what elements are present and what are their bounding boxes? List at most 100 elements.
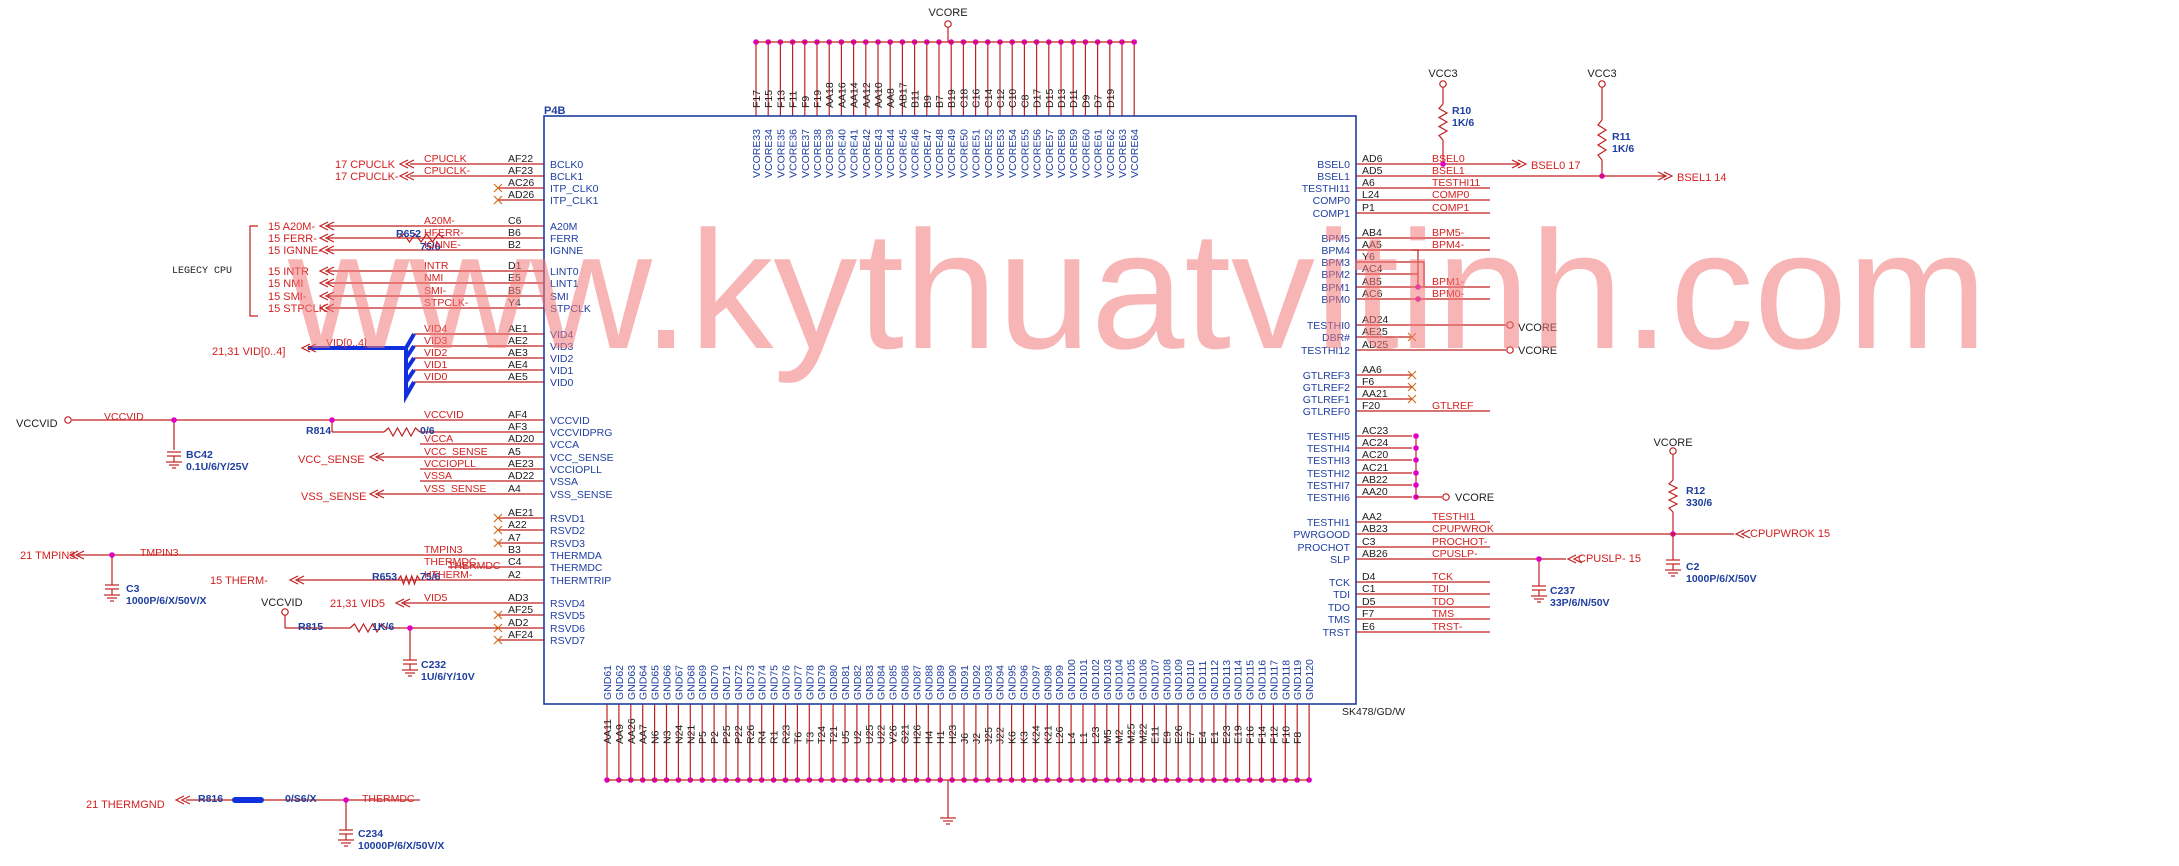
pin-name-gnd90: GND90 bbox=[947, 665, 959, 700]
pins-layer: BCLK0AF22CPUCLKBCLK1AF23CPUCLK-ITP_CLK0A… bbox=[20, 82, 1494, 744]
ball-aa21: AA21 bbox=[1362, 388, 1388, 400]
pin-name-thermtrip: THERMTRIP bbox=[550, 575, 611, 587]
ball-af22: AF22 bbox=[508, 153, 533, 165]
net-r-bpm5: BPM5- bbox=[1432, 227, 1465, 239]
pin-name-bpm2: BPM2 bbox=[1321, 269, 1350, 281]
bc42-value: 0.1U/6/Y/25V bbox=[186, 461, 248, 473]
pin-name-bsel0: BSEL0 bbox=[1317, 159, 1350, 171]
ball-aa5: AA5 bbox=[1362, 239, 1382, 251]
bsel0-arrow bbox=[1511, 159, 1528, 169]
no-connect-mark bbox=[493, 635, 503, 645]
pin-name-gnd61: GND61 bbox=[602, 665, 614, 700]
vccvid-left-label: VCCVID bbox=[16, 418, 58, 430]
ball-m22: M22 bbox=[1138, 723, 1150, 744]
pin-name-smi: SMI bbox=[550, 291, 569, 303]
ball-r23: R23 bbox=[781, 725, 793, 744]
pin-name-gnd98: GND98 bbox=[1042, 665, 1054, 700]
cpuslp-arrow bbox=[1566, 554, 1583, 564]
ball-ae1: AE1 bbox=[508, 323, 528, 335]
wires-layer bbox=[64, 20, 1751, 847]
ball-aa14: AA14 bbox=[849, 82, 861, 108]
r653-body bbox=[397, 574, 421, 586]
ball-c18: C18 bbox=[958, 89, 970, 108]
ball-e4: E4 bbox=[1197, 731, 1209, 744]
vcore-r12-label: VCORE bbox=[1653, 437, 1692, 449]
r816-jumper bbox=[232, 797, 264, 803]
ball-r4: R4 bbox=[757, 730, 769, 744]
net-r-gtlref0: GTLREF bbox=[1432, 400, 1473, 412]
ball-t24: T24 bbox=[816, 726, 828, 744]
ball-ae23: AE23 bbox=[508, 458, 534, 470]
ball-l4: L4 bbox=[1066, 732, 1078, 744]
vcc3-ring-b bbox=[1598, 80, 1606, 88]
c234-value: 10000P/6/X/50V/X bbox=[358, 840, 444, 852]
pin-name-rsvd1: RSVD1 bbox=[550, 513, 585, 525]
vss-sense-arrow bbox=[368, 489, 385, 499]
ball-c1: C1 bbox=[1362, 583, 1376, 595]
pin-name-vcore59: VCORE59 bbox=[1068, 129, 1080, 178]
pin-name-vid2: VID2 bbox=[550, 353, 574, 365]
junction-dot bbox=[109, 552, 115, 558]
pin-name-vcca: VCCA bbox=[550, 439, 579, 451]
clk-port-label: 17 CPUCLK- bbox=[335, 171, 399, 183]
c3-value: 1000P/6/X/50V/X bbox=[126, 595, 207, 607]
ball-ac4: AC4 bbox=[1362, 263, 1383, 275]
junction-dot bbox=[1413, 470, 1419, 476]
pin-name-comp0: COMP0 bbox=[1313, 195, 1351, 207]
pin-name-vcore33: VCORE33 bbox=[751, 129, 763, 178]
pin-name-gnd91: GND91 bbox=[959, 665, 971, 700]
ball-aa26: AA26 bbox=[626, 718, 638, 744]
ball-u2: U2 bbox=[852, 730, 864, 744]
ball-c14: C14 bbox=[983, 89, 995, 108]
thermdc-net-label-2: THERMDC bbox=[362, 793, 415, 805]
ball-aa7: AA7 bbox=[638, 724, 650, 744]
pin-name-ferr: FERR bbox=[550, 233, 579, 245]
ball-l23: L23 bbox=[1090, 726, 1102, 744]
legacy-port-label: 15 NMI bbox=[268, 278, 303, 290]
pin-name-trst: TRST bbox=[1323, 627, 1351, 639]
ball-ae4: AE4 bbox=[508, 359, 528, 371]
ball-ae3: AE3 bbox=[508, 347, 528, 359]
pin-name-vcore52: VCORE52 bbox=[983, 129, 995, 178]
net-vccvid: VCCVID bbox=[424, 409, 464, 421]
r11-body bbox=[1596, 119, 1608, 161]
pin-name-gnd62: GND62 bbox=[614, 665, 626, 700]
bc42-ref: BC42 bbox=[186, 449, 213, 461]
therm-arrow bbox=[288, 575, 305, 585]
pin-name-rsvd5: RSVD5 bbox=[550, 610, 585, 622]
pin-name-gnd64: GND64 bbox=[638, 665, 650, 700]
pin-name-gnd80: GND80 bbox=[828, 665, 840, 700]
pin-name-testhi0: TESTHI0 bbox=[1307, 320, 1350, 332]
pin-name-vcore63: VCORE63 bbox=[1117, 129, 1129, 178]
r816-ref: R816 bbox=[198, 793, 223, 805]
ball-ab4: AB4 bbox=[1362, 227, 1382, 239]
ball-ac21: AC21 bbox=[1362, 462, 1388, 474]
cpupwrok-port-label: CPUPWROK 15 bbox=[1750, 528, 1830, 540]
ball-c6: C6 bbox=[508, 215, 522, 227]
ball-k6: K6 bbox=[1007, 731, 1019, 744]
ball-h4: H4 bbox=[923, 730, 935, 744]
vccvid-left-ring bbox=[64, 416, 72, 424]
ball-ad24: AD24 bbox=[1362, 314, 1388, 326]
pin-name-vccvidprg: VCCVIDPRG bbox=[550, 427, 612, 439]
ball-e5: E5 bbox=[508, 272, 521, 284]
pin-name-gnd116: GND116 bbox=[1257, 660, 1269, 700]
vcc3-ring-a bbox=[1439, 80, 1447, 88]
net-r-tdi: TDI bbox=[1432, 583, 1449, 595]
cpuslp-port-label: CPUSLP- 15 bbox=[1578, 553, 1641, 565]
net-r-trst: TRST- bbox=[1432, 621, 1463, 633]
ball-ad26: AD26 bbox=[508, 189, 534, 201]
ball-af4: AF4 bbox=[508, 409, 527, 421]
vccvid-net-label: VCCVID bbox=[104, 411, 144, 423]
pin-name-gtlref3: GTLREF3 bbox=[1303, 370, 1350, 382]
net-stpclk: STPCLK- bbox=[424, 297, 469, 309]
pin-name-rsvd2: RSVD2 bbox=[550, 525, 585, 537]
legacy-arrow bbox=[318, 233, 335, 243]
r652-ref: R652 bbox=[396, 228, 421, 240]
ball-ab23: AB23 bbox=[1362, 523, 1388, 535]
pin-name-gnd78: GND78 bbox=[804, 665, 816, 700]
r814-ref: R814 bbox=[306, 425, 331, 437]
ball-ac6: AC6 bbox=[1362, 288, 1383, 300]
ball-ad2: AD2 bbox=[508, 617, 529, 629]
ball-d1: D1 bbox=[508, 260, 522, 272]
